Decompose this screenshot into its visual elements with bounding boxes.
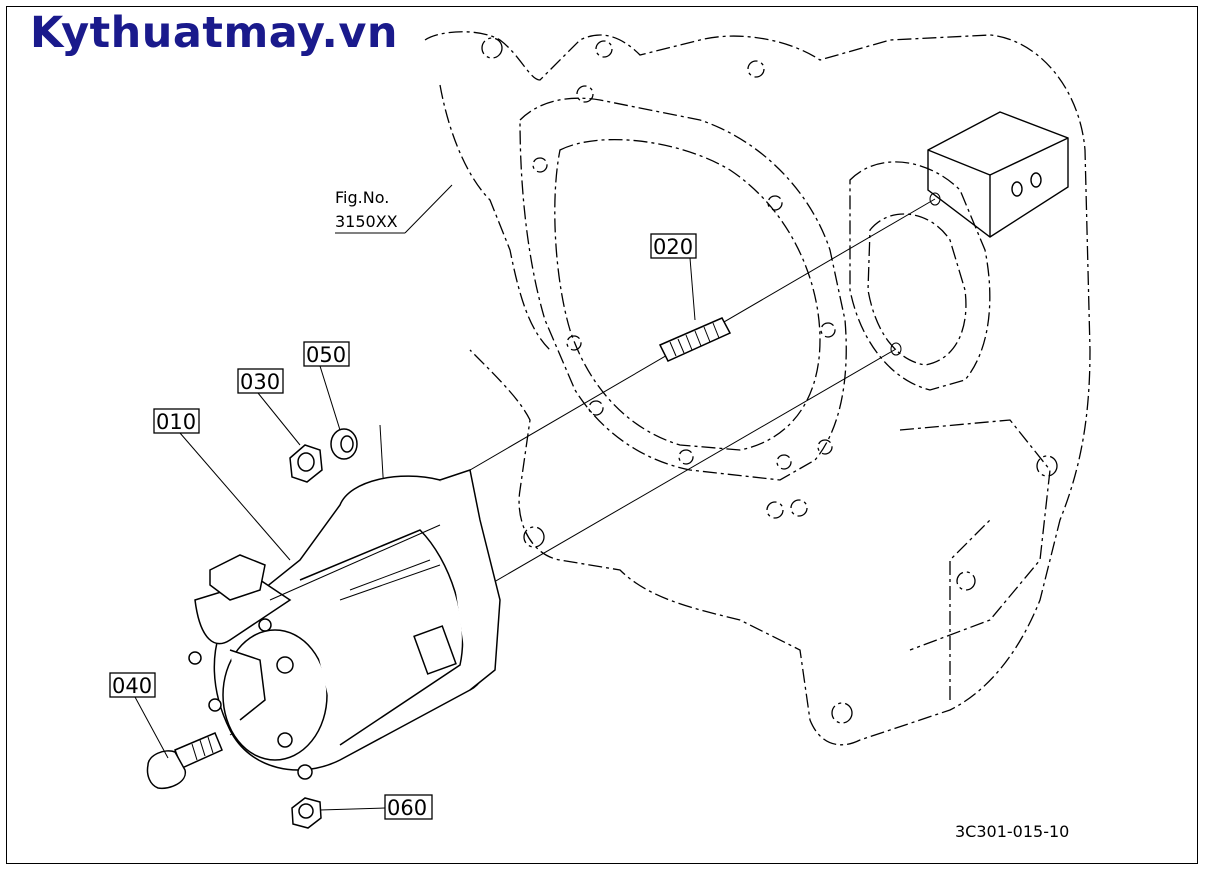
callout-050: 050: [303, 341, 350, 367]
callout-040: 040: [109, 672, 156, 698]
bolt-040: [146, 732, 223, 790]
washer-050: [330, 428, 358, 460]
site-watermark: Kythuatmay.vn: [30, 8, 399, 58]
stud-bolt-020: [658, 317, 732, 362]
callout-060: 060: [384, 794, 433, 820]
callout-040-label: 040: [112, 674, 152, 698]
drawing-id: 3C301-015-10: [955, 822, 1069, 841]
callout-020-label: 020: [653, 235, 693, 259]
diagram-frame: [6, 6, 1198, 864]
leader-lines: [134, 184, 696, 811]
nut-060: [291, 797, 322, 829]
fig-ref-line2: 3150XX: [335, 212, 398, 231]
starter-motor-010: [188, 469, 501, 780]
flywheel-housing-outline: [424, 31, 1091, 746]
callout-010: 010: [153, 408, 200, 434]
callout-030: 030: [237, 368, 284, 394]
callout-010-label: 010: [156, 410, 196, 434]
fig-ref-line1: Fig.No.: [335, 188, 389, 207]
callout-030-label: 030: [240, 370, 280, 394]
mounting-block: [927, 111, 1069, 238]
callout-020: 020: [650, 233, 697, 259]
nut-030: [289, 444, 323, 483]
callout-060-label: 060: [387, 796, 427, 820]
callout-050-label: 050: [306, 343, 346, 367]
